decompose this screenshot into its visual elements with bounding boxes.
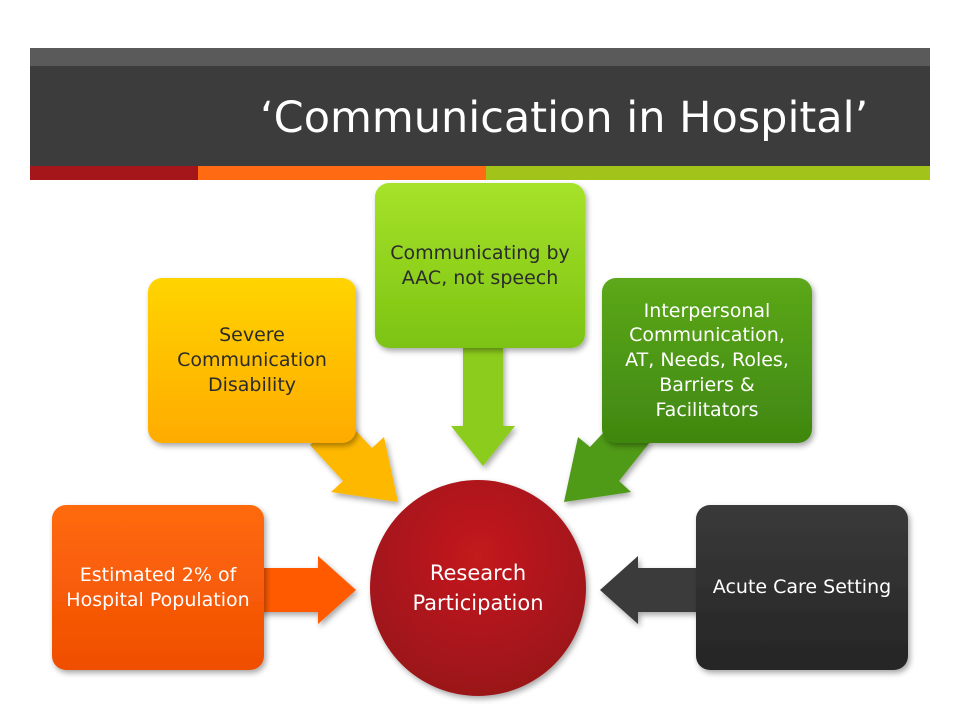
slide-title: ‘Communication in Hospital’ [260, 93, 869, 143]
accent-bar [30, 166, 930, 180]
node-box-aac [375, 183, 585, 348]
node-box-interpersonal [602, 278, 812, 443]
node-label-aac: Communicating by AAC, not speech [390, 241, 570, 289]
node-label-severe-disability: Severe Communication Disability [177, 324, 327, 396]
node-box-acute-care [696, 505, 908, 670]
node-label-estimated-population: Estimated 2% of Hospital Population [66, 563, 250, 611]
node-box-estimated-population [52, 505, 264, 670]
title-band [30, 48, 930, 166]
accent-bar-orange [198, 166, 486, 180]
arrow-estimated-population [255, 556, 356, 624]
title-band-top-strip [30, 48, 930, 66]
arrow-aac [451, 345, 515, 466]
node-label-acute-care: Acute Care Setting [712, 576, 892, 599]
accent-bar-green [486, 166, 930, 180]
arrow-acute-care [600, 556, 700, 624]
center-label: Research Participation [412, 560, 544, 615]
accent-bar-red [30, 166, 198, 180]
center-circle [370, 480, 586, 696]
node-box-severe-disability [148, 278, 356, 443]
node-label-interpersonal: Interpersonal Communication, AT, Needs, … [625, 299, 789, 421]
